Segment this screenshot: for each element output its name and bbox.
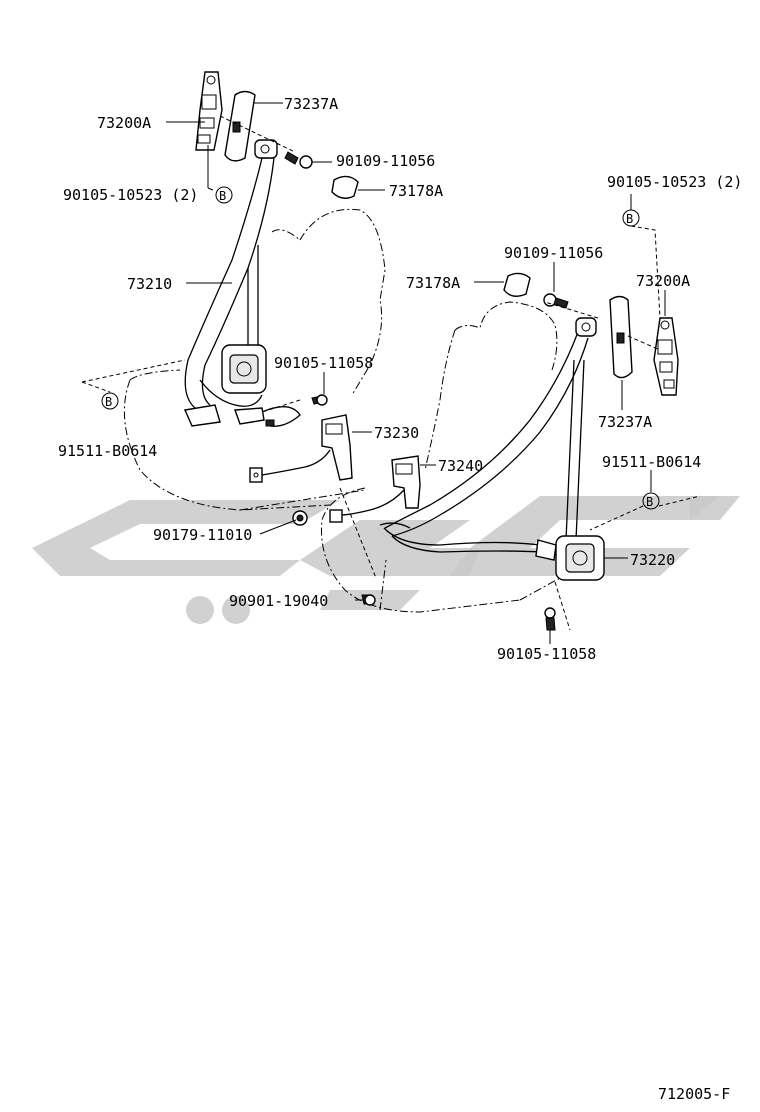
label-91511-B0614-right: 91511-B0614 [602,453,701,471]
marker-b4: B [642,492,660,510]
part-labels: 73200A 73237A 90109-11056 73178A 90105-1… [58,95,742,663]
label-90109-11056-right: 90109-11056 [504,244,603,262]
left-leader-lines [81,102,385,579]
label-73200A-left: 73200A [97,114,151,132]
label-73178A-left: 73178A [389,182,443,200]
marker-b3-text: B [626,212,633,226]
right-seat-belt-webbing [383,331,589,553]
label-73200A-right: 73200A [636,272,690,290]
marker-b1: B [215,186,233,204]
left-buckle-73230 [321,414,353,481]
label-73220: 73220 [630,551,675,569]
left-upper-anchor [254,139,278,159]
watermark-logo [32,496,740,624]
label-73230: 73230 [374,424,419,442]
right-bolt-90901-19040 [361,594,376,606]
label-73240: 73240 [438,457,483,475]
left-bottom-anchor [183,379,265,427]
label-90901-19040: 90901-19040 [229,592,328,610]
right-bolt-90109 [543,293,569,309]
label-91511-B0614-left: 91511-B0614 [58,442,157,460]
label-73237A-right: 73237A [598,413,652,431]
left-bolt-90105-11058 [311,394,328,406]
left-nut-90179 [292,510,308,526]
label-90109-11056-left: 90109-11056 [336,152,435,170]
left-cover-trim [224,90,256,162]
marker-b1-text: B [219,189,226,203]
right-upper-anchor [575,317,597,337]
label-73210: 73210 [127,275,172,293]
label-90179-11010: 90179-11010 [153,526,252,544]
label-73237A-left: 73237A [284,95,338,113]
figure-code: 712005-F [658,1085,730,1103]
left-bolt-90109 [284,151,313,169]
marker-b3: B [622,209,640,227]
marker-b2: B [101,392,119,410]
left-height-adjuster [195,71,223,151]
left-anchor-cover-73178A [331,175,359,199]
left-retractor [221,344,267,394]
right-anchor-cover-73178A [503,272,531,297]
label-73178A-right: 73178A [406,274,460,292]
right-buckle-73240 [391,455,421,509]
left-seat-belt-webbing [184,157,275,409]
right-wire-harness [329,489,411,529]
marker-b4-text: B [646,495,653,509]
marker-b2-text: B [105,395,112,409]
right-cover-trim [609,295,633,379]
right-height-adjuster [653,317,679,396]
label-90105-10523-left: 90105-10523 (2) [63,186,198,204]
left-seat-outline [123,208,386,511]
right-bolt-90105-11058 [544,607,556,631]
label-90105-10523-right: 90105-10523 (2) [607,173,742,191]
left-wire-harness [249,406,331,483]
label-90105-11058-right: 90105-11058 [497,645,596,663]
label-90105-11058-left: 90105-11058 [274,354,373,372]
right-leader-lines [355,194,701,644]
right-seat-outline [320,301,561,613]
